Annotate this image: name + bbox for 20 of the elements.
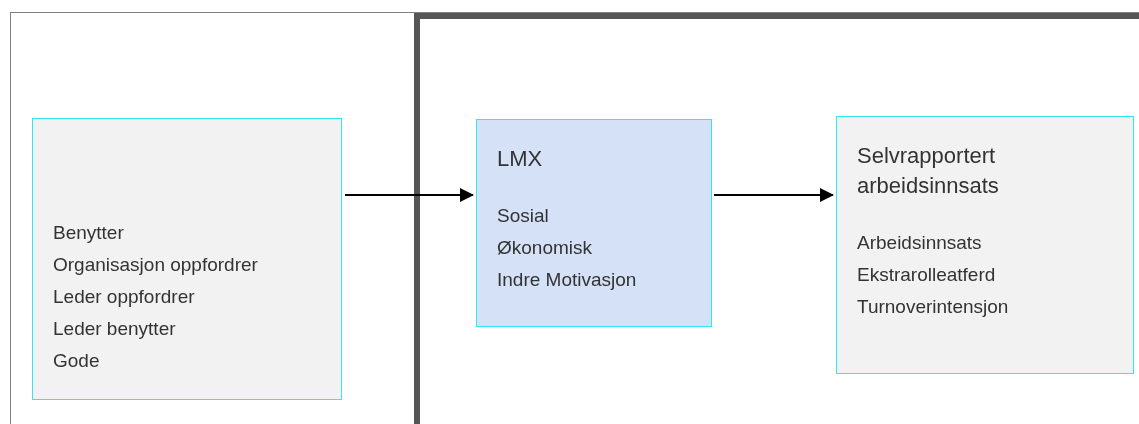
box-item: Organisasjon oppfordrer bbox=[53, 253, 259, 277]
box-item: Gode bbox=[53, 349, 101, 373]
box-item: Sosial bbox=[497, 204, 550, 228]
box-item: Benytter bbox=[53, 221, 125, 245]
box-item: Arbeidsinnsats bbox=[857, 231, 983, 255]
box-heading: LMX bbox=[497, 145, 544, 173]
frame-box bbox=[414, 13, 1139, 424]
box-item: Indre Motivasjon bbox=[497, 268, 638, 292]
box-item: Leder benytter bbox=[53, 317, 177, 341]
box-item: Ekstrarolleatferd bbox=[857, 263, 997, 287]
frame-box bbox=[10, 12, 1139, 424]
box-item: Økonomisk bbox=[497, 236, 594, 260]
process-box bbox=[836, 116, 1134, 374]
arrow bbox=[713, 188, 834, 202]
process-box bbox=[476, 119, 712, 327]
process-box bbox=[32, 118, 342, 400]
box-heading: Selvrapportert arbeidsinnsats bbox=[857, 142, 1000, 200]
box-item: Turnoverintensjon bbox=[857, 295, 1010, 319]
box-item: Leder oppfordrer bbox=[53, 285, 196, 309]
arrow bbox=[344, 188, 474, 202]
